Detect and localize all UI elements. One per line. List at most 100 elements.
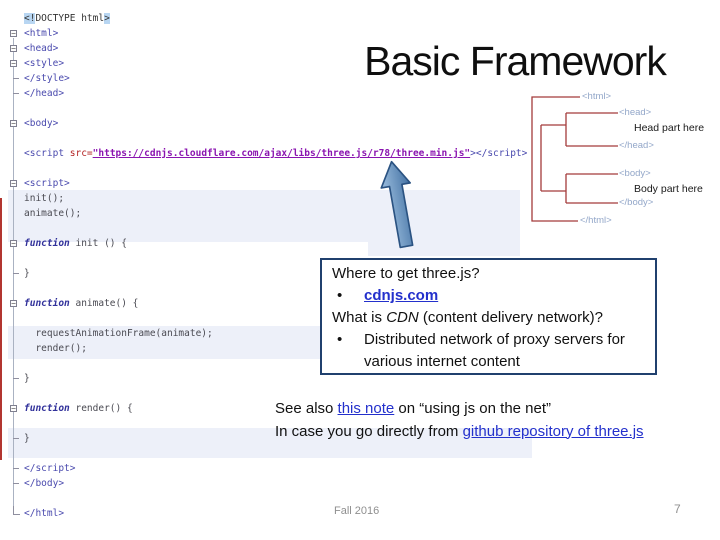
code-line (0, 446, 545, 461)
code-highlight-band (8, 428, 532, 458)
see-also-post: on “using js on the net” (394, 400, 552, 417)
code-line-text: requestAnimationFrame(animate); (24, 326, 213, 341)
diagram-bracket-lines (531, 96, 618, 222)
code-line (0, 131, 545, 146)
this-note-link[interactable]: this note (337, 400, 395, 417)
code-line (0, 101, 545, 116)
code-line-text: } (24, 266, 30, 281)
code-line: } (0, 431, 545, 446)
note-question-2: What is CDN (content delivery network)? (332, 307, 655, 329)
code-token: <! (24, 13, 36, 24)
code-token: <script (24, 148, 70, 159)
direct-line-pre: In case you go directly from (275, 422, 463, 440)
code-line: −function render() { (0, 401, 545, 416)
code-token: <html> (24, 28, 59, 39)
diagram-tag-body-close: </body> (619, 197, 654, 208)
code-line: −function animate() { (0, 296, 545, 311)
footer-page-number: 7 (674, 502, 681, 516)
code-token: function (24, 238, 70, 249)
footer-date: Fall 2016 (334, 505, 380, 517)
code-line-text: <html> (24, 26, 58, 41)
code-line-text: <script src="https://cdnjs.cloudflare.co… (24, 146, 527, 161)
code-line-text: </html> (24, 506, 64, 521)
diagram-tag-head-close: </head> (619, 140, 654, 151)
fold-gutter-mark (13, 378, 19, 379)
code-line (0, 161, 545, 176)
code-token: init(); (24, 193, 65, 204)
note-bullet-2-text: Distributed network of proxy servers for… (364, 331, 625, 370)
code-line: −<style> (0, 56, 545, 71)
fold-marker-icon[interactable]: − (10, 299, 17, 308)
diagram-body-note: Body part here (634, 183, 703, 195)
bullet-icon: • (337, 331, 343, 348)
code-line: −<body> (0, 116, 545, 131)
note-question-1: Where to get three.js? (332, 265, 480, 282)
cdnjs-link[interactable]: cdnjs.com (364, 287, 439, 304)
code-token: </style> (24, 73, 70, 84)
code-line: </head> (0, 86, 545, 101)
note-bullet-1: • cdnjs.com (332, 285, 655, 307)
code-line-text: </body> (24, 476, 64, 491)
bullet-icon: • (337, 287, 343, 304)
code-line: </html> (0, 506, 545, 521)
code-editor-screenshot: <!DOCTYPE html>−<html>−<head>−<style></s… (0, 11, 545, 521)
code-line-text: <!DOCTYPE html> (24, 11, 110, 26)
code-token: </body> (24, 478, 65, 489)
diagram-tag-html-open: <html> (582, 91, 612, 102)
code-line: </body> (0, 476, 545, 491)
code-highlight-band (8, 190, 520, 242)
direct-line: In case you go directly from github repo… (275, 421, 705, 444)
code-line-text: </script> (24, 461, 75, 476)
github-repo-link[interactable]: github repository of three.js (462, 422, 644, 440)
fold-marker-icon[interactable]: − (10, 59, 17, 68)
code-token: function (24, 298, 70, 309)
html-structure-diagram: <html> <head> Head part here </head> <bo… (525, 88, 720, 238)
code-line-text: function render() { (24, 401, 133, 416)
code-token: > (104, 13, 110, 24)
see-also-line: See also this note on “using js on the n… (275, 398, 705, 421)
code-line: animate(); (0, 206, 545, 221)
diagram-tag-html-close: </html> (580, 215, 612, 226)
code-token: animate(); (24, 208, 82, 219)
fold-gutter-mark (13, 273, 19, 274)
code-line: <script src="https://cdnjs.cloudflare.co… (0, 146, 545, 161)
fold-gutter-line (13, 38, 14, 514)
fold-gutter-mark (13, 93, 19, 94)
code-line: −function init () { (0, 236, 545, 251)
code-line: <!DOCTYPE html> (0, 11, 545, 26)
code-token: requestAnimationFrame(animate); (24, 328, 213, 339)
code-line: } (0, 371, 545, 386)
code-token: <style> (24, 58, 65, 69)
code-token: <head> (24, 43, 59, 54)
see-also-pre: See also (275, 400, 338, 417)
fold-marker-icon[interactable]: − (10, 404, 17, 413)
code-token: } (24, 268, 30, 279)
fold-marker-icon[interactable]: − (10, 119, 17, 128)
code-line (0, 221, 545, 236)
code-token: </html> (24, 508, 65, 519)
fold-gutter-mark (13, 78, 19, 79)
fold-marker-icon[interactable]: − (10, 239, 17, 248)
slide-title: Basic Framework (364, 38, 667, 84)
code-line: requestAnimationFrame(animate); (0, 326, 545, 341)
fold-gutter-mark (13, 468, 19, 469)
code-line-text: init(); (24, 191, 64, 206)
code-token: function (24, 403, 70, 414)
note-question-2-pre: What is (332, 309, 387, 326)
fold-marker-icon[interactable]: − (10, 179, 17, 188)
note-question-2-post: (content delivery network)? (418, 309, 603, 326)
code-line-text: } (24, 431, 30, 446)
diagram-tag-body-open: <body> (619, 168, 651, 179)
code-line-text: <body> (24, 116, 58, 131)
fold-marker-icon[interactable]: − (10, 44, 17, 53)
fold-marker-icon[interactable]: − (10, 29, 17, 38)
code-lines: <!DOCTYPE html>−<html>−<head>−<style></s… (0, 11, 545, 521)
code-line-text: </style> (24, 71, 70, 86)
code-token: DOCTYPE html (35, 13, 105, 24)
code-line-text: </head> (24, 86, 64, 101)
code-token: <body> (24, 118, 59, 129)
code-token: "https://cdnjs.cloudflare.com/ajax/libs/… (92, 148, 471, 159)
note-box: Where to get three.js? • cdnjs.com What … (320, 258, 657, 375)
code-line: } (0, 266, 545, 281)
